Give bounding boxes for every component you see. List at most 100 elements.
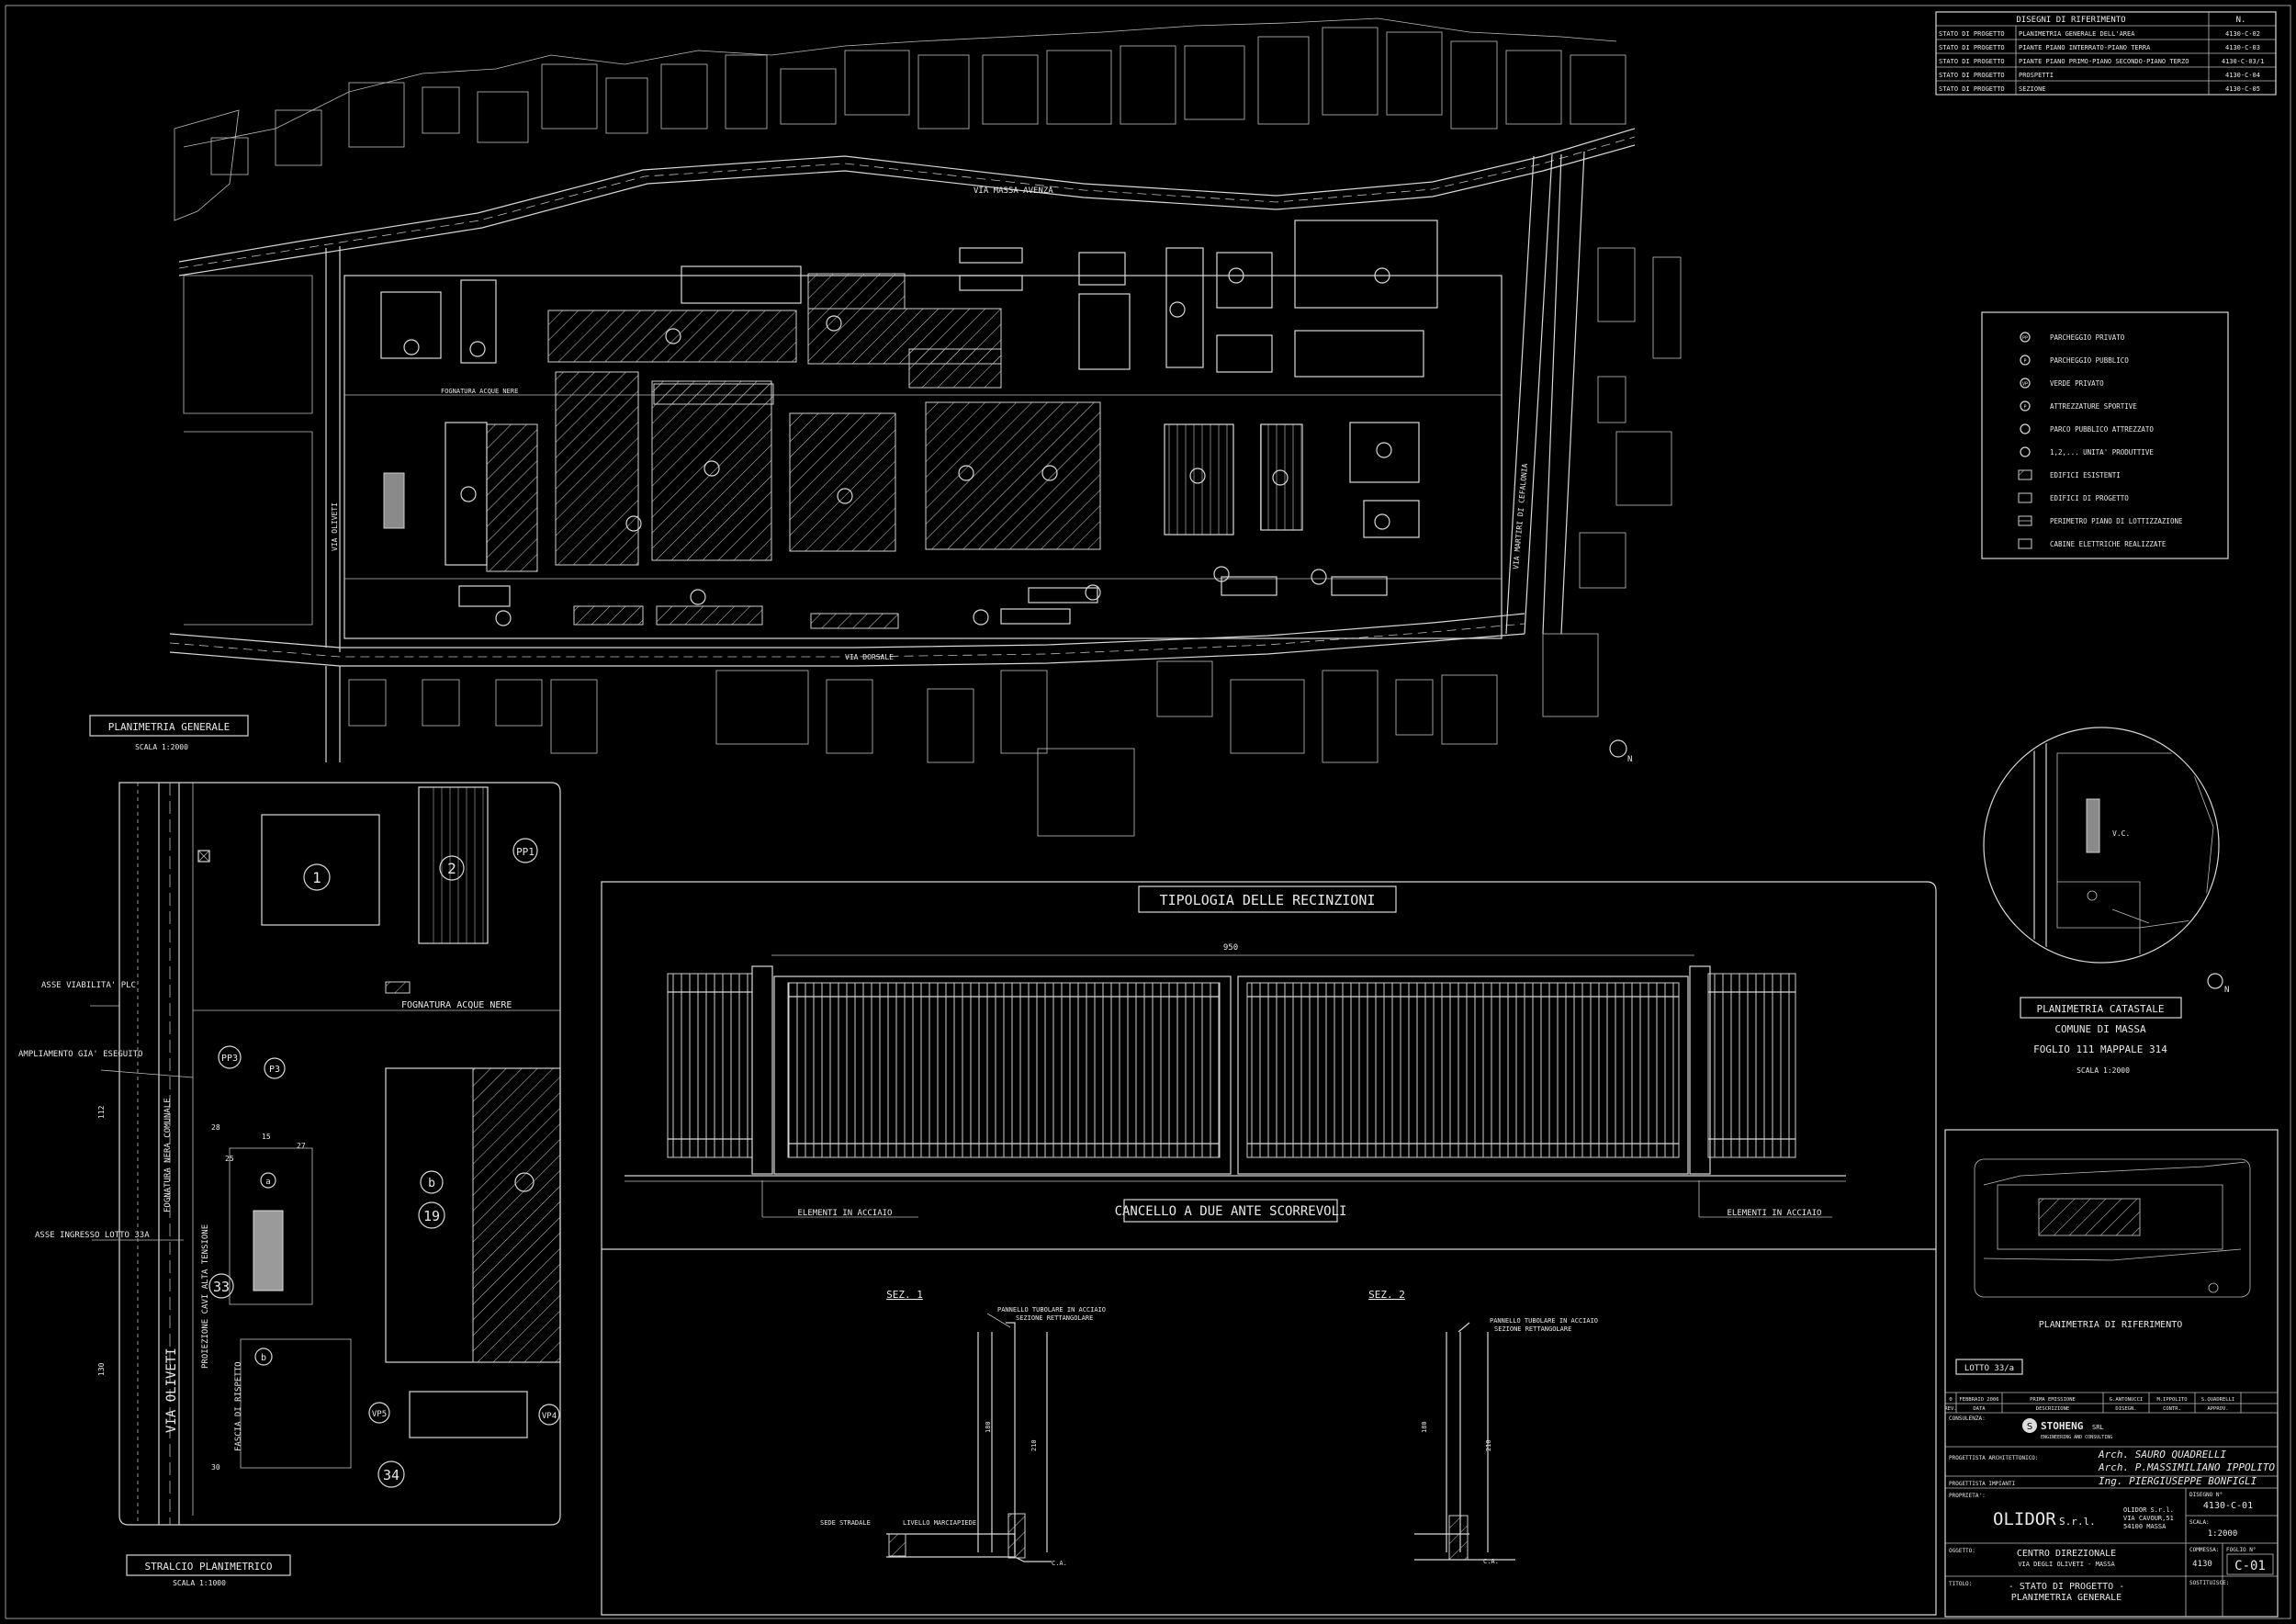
project-building-19b — [445, 422, 488, 566]
legend-symbol-attrezzature-sportive-icon — [2020, 400, 2031, 412]
north-fringe — [183, 17, 1617, 148]
unit-marker — [826, 315, 842, 332]
gate-leaf-left — [773, 976, 1232, 1175]
commessa-value: 4130 — [2192, 1560, 2212, 1569]
excerpt-pp1-label: PP1 — [516, 846, 535, 858]
excerpt-leader-2 — [100, 1069, 194, 1078]
excerpt-note-asse-ingr: ASSE INGRESSO LOTTO 33A — [35, 1231, 150, 1240]
titolo-2: PLANIMETRIA GENERALE — [2011, 1593, 2122, 1603]
gate-label: CANCELLO A DUE ANTE SCORREVOLI — [1115, 1204, 1347, 1219]
road-label-bottom: VIA DORSALE — [845, 653, 894, 661]
foglio-label: FOGLIO N° — [2226, 1547, 2257, 1553]
sez1-profile — [977, 1322, 1048, 1552]
fence-title: TIPOLOGIA DELLE RECINZIONI — [1160, 892, 1376, 908]
cadastral-foglio: FOGLIO 111 MAPPALE 314 — [2033, 1043, 2167, 1055]
unit-marker — [973, 609, 989, 626]
proj-imp: Ing. PIERGIUSEPPE BONFIGLI — [2099, 1475, 2257, 1487]
steel-label-right: ELEMENTI IN ACCIAIO — [1728, 1209, 1822, 1218]
existing-building-8 — [651, 380, 772, 561]
excerpt-unit-33-label: 33 — [213, 1279, 230, 1295]
unit-marker — [1041, 465, 1058, 481]
excerpt-building-1 — [261, 814, 380, 926]
unit-marker — [1169, 301, 1186, 318]
sez2-panel-label2: SEZIONE RETTANGOLARE — [1494, 1325, 1571, 1333]
revision-header-cell: DATA — [1973, 1406, 1986, 1412]
sez1-panel-label: PANNELLO TUBOLARE IN ACCIAIO — [997, 1306, 1106, 1314]
north-parcel — [1386, 31, 1443, 116]
unit-marker — [1085, 584, 1101, 601]
east-parcels — [1542, 247, 1682, 717]
commessa-label: COMMESSA: — [2189, 1547, 2220, 1553]
cadastral-parcel-2 — [2057, 881, 2150, 961]
reference-row-code: 4130-C-03/1 — [2222, 58, 2264, 65]
project-building-row-4 — [1000, 608, 1071, 625]
west-parcel-3 — [184, 431, 313, 626]
unit-marker — [958, 465, 974, 481]
cadastral-parcel-label: V.C. — [2112, 829, 2130, 838]
excerpt-p3-label: P3 — [269, 1065, 280, 1075]
owner-name: OLIDOR — [1993, 1509, 2056, 1529]
cadastral-circle — [1983, 727, 2220, 964]
south-parcel — [550, 679, 598, 754]
project-building-16 — [1294, 330, 1424, 378]
company-sub: ENGINEERING AND CONSULTING — [2041, 1435, 2112, 1440]
general-site-plan: VIA MASSA AVENZA VIA DORSALE VIA MARTIRI… — [89, 17, 1682, 837]
project-building-13 — [1216, 334, 1273, 373]
south-parcel — [1441, 674, 1498, 745]
cadastral-building — [2086, 798, 2100, 853]
stoheng-logo-icon: S — [2022, 1418, 2037, 1433]
excerpt-building-bottom — [409, 1391, 528, 1438]
project-building-row-7 — [1331, 576, 1388, 596]
project-building-row-6 — [1221, 576, 1277, 596]
reference-mini-north-icon — [2208, 1282, 2219, 1293]
excerpt-hv-label: PROIEZIONE CAVI ALTA TENSIONE — [201, 1224, 210, 1369]
north-parcel — [1450, 40, 1498, 130]
excerpt-cabin — [385, 981, 411, 994]
excerpt-vp5 — [368, 1402, 390, 1424]
east-parcel — [1597, 376, 1626, 423]
references-header: DISEGNI DI RIFERIMENTO — [2016, 16, 2125, 25]
electric-cabin — [383, 472, 405, 529]
project-building-12 — [1216, 252, 1273, 309]
legend-label-parcheggio-privato: PARCHEGGIO PRIVATO — [2050, 333, 2125, 342]
steel-label-left: ELEMENTI IN ACCIAIO — [798, 1209, 893, 1218]
east-parcel — [1579, 532, 1626, 589]
legend-symbol-parcheggio-pubblico-icon — [2020, 355, 2031, 366]
unit-marker — [495, 610, 512, 626]
excerpt-respect-label: FASCIA DI RISPETTO — [234, 1361, 243, 1451]
disegno-label: DISEGNO N° — [2189, 1492, 2223, 1498]
lot-perimeter — [343, 275, 1503, 639]
legend-symbol-parco-pubblico-attrezzato-icon — [2020, 423, 2031, 434]
excerpt-sewer-label: FOGNATURA ACQUE NERE — [401, 1000, 512, 1010]
north-parcel — [917, 54, 970, 130]
north-parcel — [275, 109, 322, 166]
sez2-dim-180: 180 — [1421, 1421, 1428, 1433]
proj-arch-label: PROGETTISTA ARCHITETTONICO: — [1949, 1455, 2039, 1461]
excerpt-vp5-label: VP5 — [372, 1410, 387, 1419]
project-building-row-5 — [1028, 587, 1098, 603]
cadastral-inset: V.C. N PLANIMETRIA CATASTALE COMUNE DI M… — [1983, 727, 2229, 1075]
unit-marker — [665, 328, 681, 344]
road-label-right: VIA MARTIRI DI CEFALONIA — [1512, 463, 1529, 570]
south-parcels — [348, 660, 1498, 837]
north-parcel — [1120, 45, 1176, 125]
sez2-base — [1414, 1533, 1515, 1561]
north-parcel — [725, 54, 768, 130]
excerpt-vp4-label: VP4 — [542, 1412, 557, 1421]
north-parcel — [1257, 36, 1310, 125]
excerpt-building-2-stripes — [432, 787, 489, 943]
unit-marker — [1374, 267, 1390, 284]
sez2-footing — [1448, 1515, 1469, 1561]
legend-symbol-verde-privato-icon — [2020, 378, 2031, 389]
west-parcel-2 — [183, 275, 313, 414]
reference-row-stato: STATO DI PROGETTO — [1939, 44, 2005, 51]
lotto-label: LOTTO 33/a — [1964, 1364, 2014, 1373]
legend-symbol-1-2-unita-produttive-icon — [2020, 446, 2031, 457]
legend-label-parco-pubblico-attrezzato: PARCO PUBBLICO ATTREZZATO — [2050, 425, 2154, 434]
excerpt-unit-b2 — [254, 1348, 273, 1366]
gate-leaf-right — [1237, 976, 1689, 1175]
excerpt-note-ampl: AMPLIAMENTO GIA' ESEGUITO — [18, 1050, 142, 1059]
